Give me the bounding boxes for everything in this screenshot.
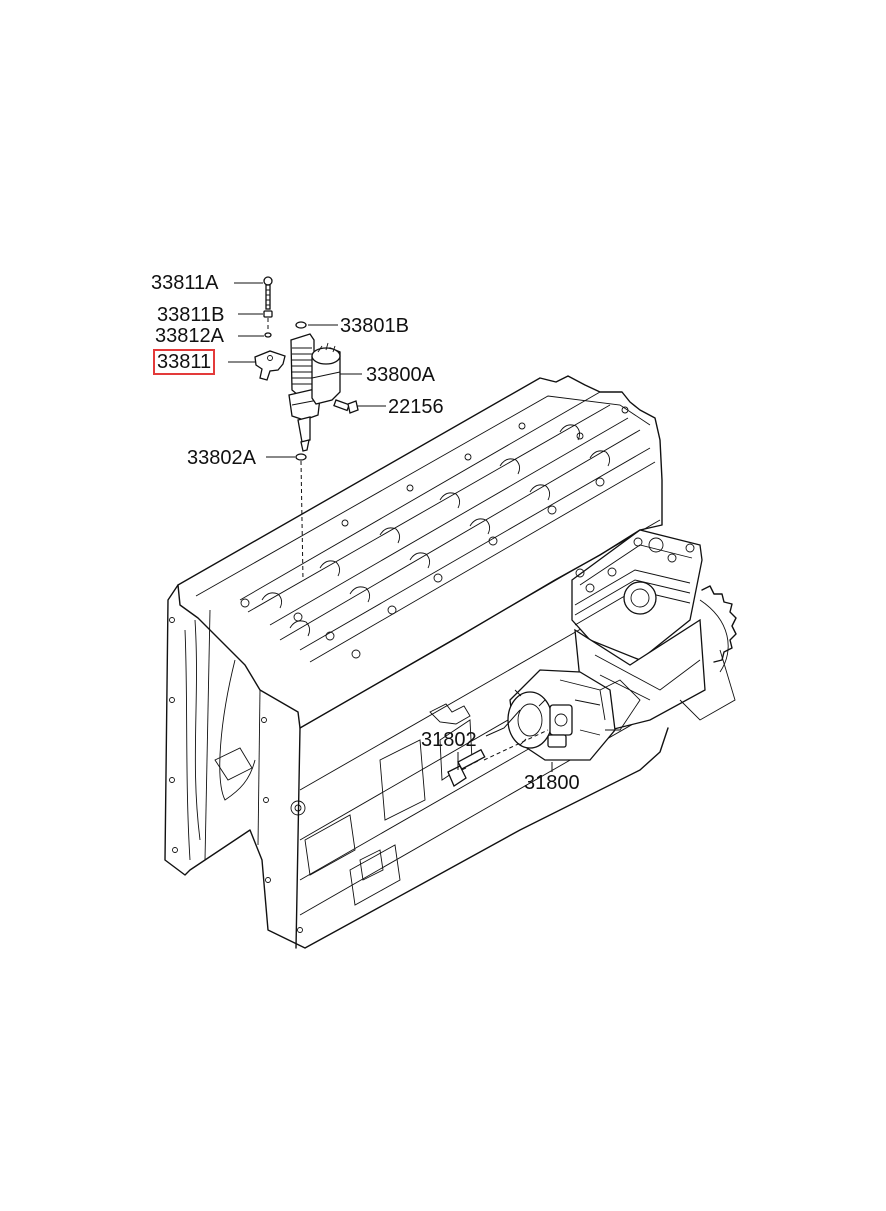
part-label-33811A[interactable]: 33811A (151, 272, 219, 294)
bolt-31802 (447, 729, 549, 787)
pump-31800 (507, 669, 641, 761)
part-label-33811B[interactable]: 33811B (157, 304, 225, 326)
injector-assembly (254, 276, 359, 581)
engine-block (164, 375, 669, 949)
part-label-33811-highlighted[interactable]: 33811 (153, 349, 216, 375)
part-label-33802A[interactable]: 33802A (187, 447, 256, 469)
part-label-33801B[interactable]: 33801B (340, 315, 409, 337)
leader-lines (228, 282, 553, 772)
part-label-31800[interactable]: 31800 (524, 772, 580, 794)
part-label-22156[interactable]: 22156 (388, 396, 444, 418)
part-label-31802[interactable]: 31802 (421, 729, 477, 751)
part-label-33812A[interactable]: 33812A (155, 325, 224, 347)
part-label-33800A[interactable]: 33800A (366, 364, 435, 386)
